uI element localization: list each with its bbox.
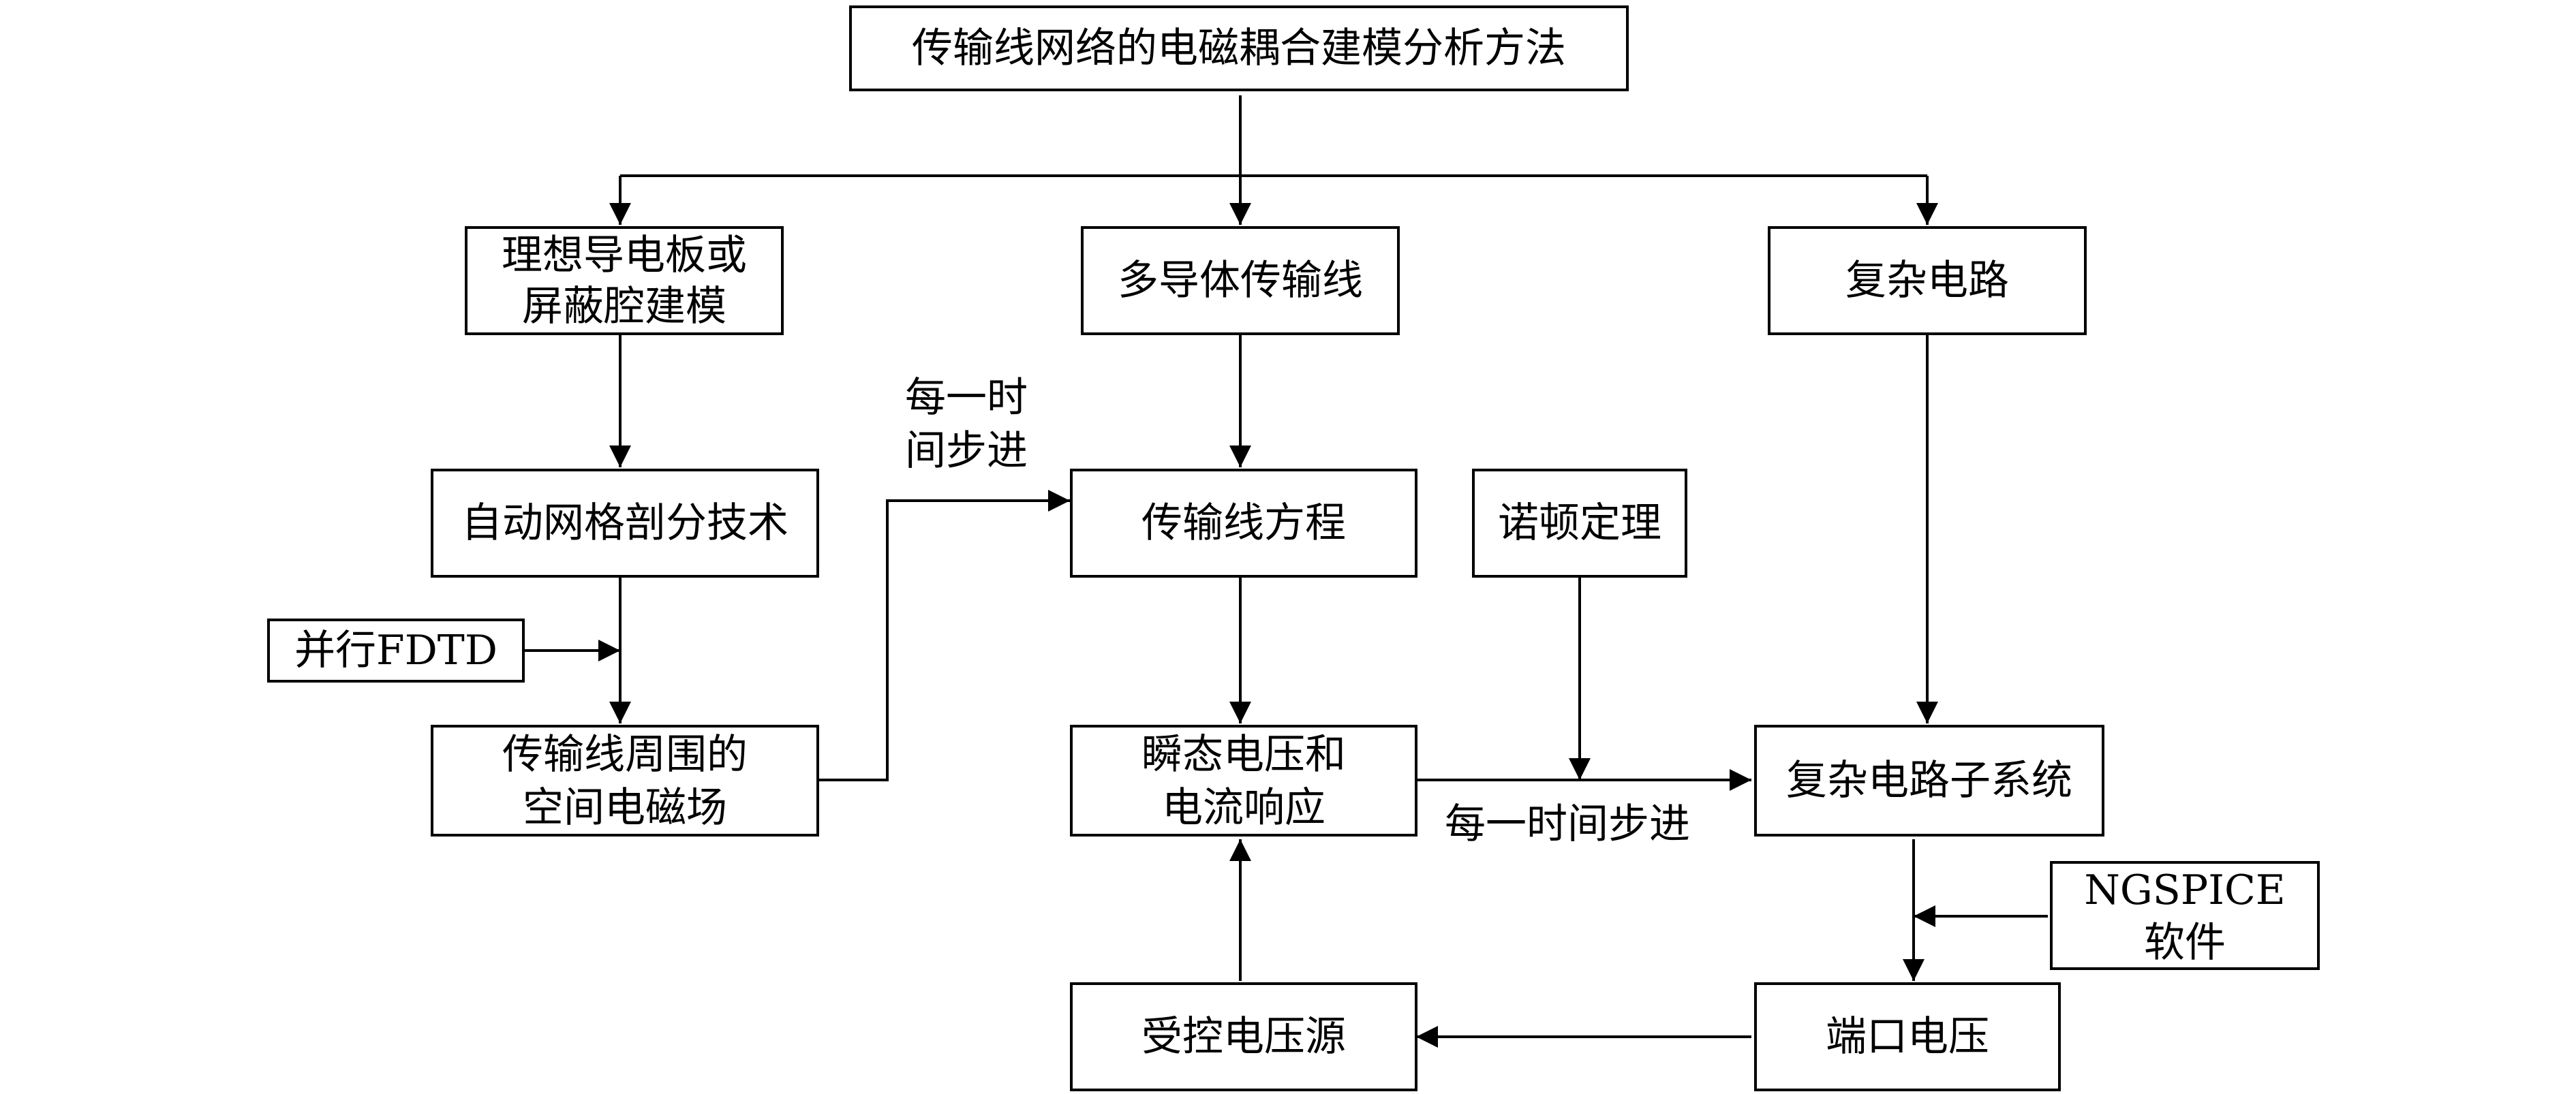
svg-text:传输线周围的: 传输线周围的 [502,731,748,779]
label-time-step-2: 每一时间步进 [1445,800,1690,848]
svg-text:瞬态电压和: 瞬态电压和 [1141,731,1346,779]
node-transient-response: 瞬态电压和 电流响应 [1070,725,1417,837]
node-controlled-source: 受控电压源 [1070,982,1417,1091]
svg-text:端口电压: 端口电压 [1826,1013,1989,1061]
node-root: 传输线网络的电磁耦合建模分析方法 [849,5,1629,91]
node-pec-cavity: 理想导电板或 屏蔽腔建模 [465,226,784,335]
node-em-field: 传输线周围的 空间电磁场 [431,725,819,837]
node-circuit-subsystem: 复杂电路子系统 [1754,725,2104,837]
svg-text:屏蔽腔建模: 屏蔽腔建模 [522,283,726,330]
svg-text:电流响应: 电流响应 [1162,784,1325,832]
node-mtl: 多导体传输线 [1081,226,1400,335]
node-ngspice: NGSPICE 软件 [2050,861,2320,970]
svg-text:复杂电路子系统: 复杂电路子系统 [1786,757,2072,804]
svg-text:并行FDTD: 并行FDTD [294,627,497,674]
svg-text:受控电压源: 受控电压源 [1141,1013,1346,1061]
node-circuit: 复杂电路 [1768,226,2087,335]
svg-text:传输线方程: 传输线方程 [1141,499,1346,547]
svg-text:自动网格剖分技术: 自动网格剖分技术 [461,499,788,547]
svg-text:软件: 软件 [2144,919,2226,967]
arrow-emfield-to-tleq [818,490,1070,781]
node-port-voltage: 端口电压 [1754,982,2061,1091]
node-auto-mesh: 自动网格剖分技术 [431,469,819,578]
svg-text:传输线网络的电磁耦合建模分析方法: 传输线网络的电磁耦合建模分析方法 [912,25,1566,72]
node-tl-equation: 传输线方程 [1070,469,1417,578]
svg-text:NGSPICE: NGSPICE [2084,866,2285,914]
label-time-step-1b: 间步进 [905,427,1028,475]
label-time-step-1a: 每一时 [905,374,1028,422]
svg-text:复杂电路: 复杂电路 [1845,257,2009,304]
svg-text:空间电磁场: 空间电磁场 [523,784,727,832]
svg-text:多导体传输线: 多导体传输线 [1118,257,1363,304]
connectors [523,95,2048,1048]
node-parallel-fdtd: 并行FDTD [267,619,525,683]
node-norton: 诺顿定理 [1472,469,1687,578]
svg-text:理想导电板或: 理想导电板或 [502,232,747,279]
svg-text:诺顿定理: 诺顿定理 [1498,499,1661,547]
